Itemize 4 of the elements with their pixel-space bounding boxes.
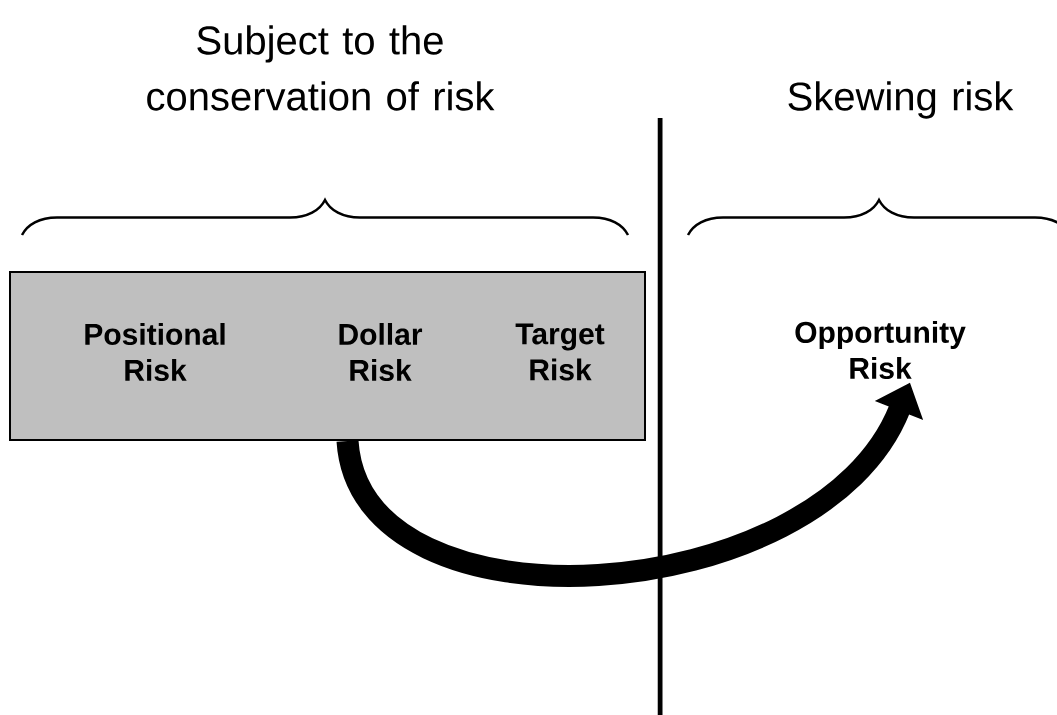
heading: Skewing risk [788,81,1014,119]
risk-box: Positional Risk Dollar Risk Target Risk [9,271,646,441]
heading: Subject to the conservation of risk [147,25,495,111]
risk-label: Opportunity Risk [795,321,966,380]
